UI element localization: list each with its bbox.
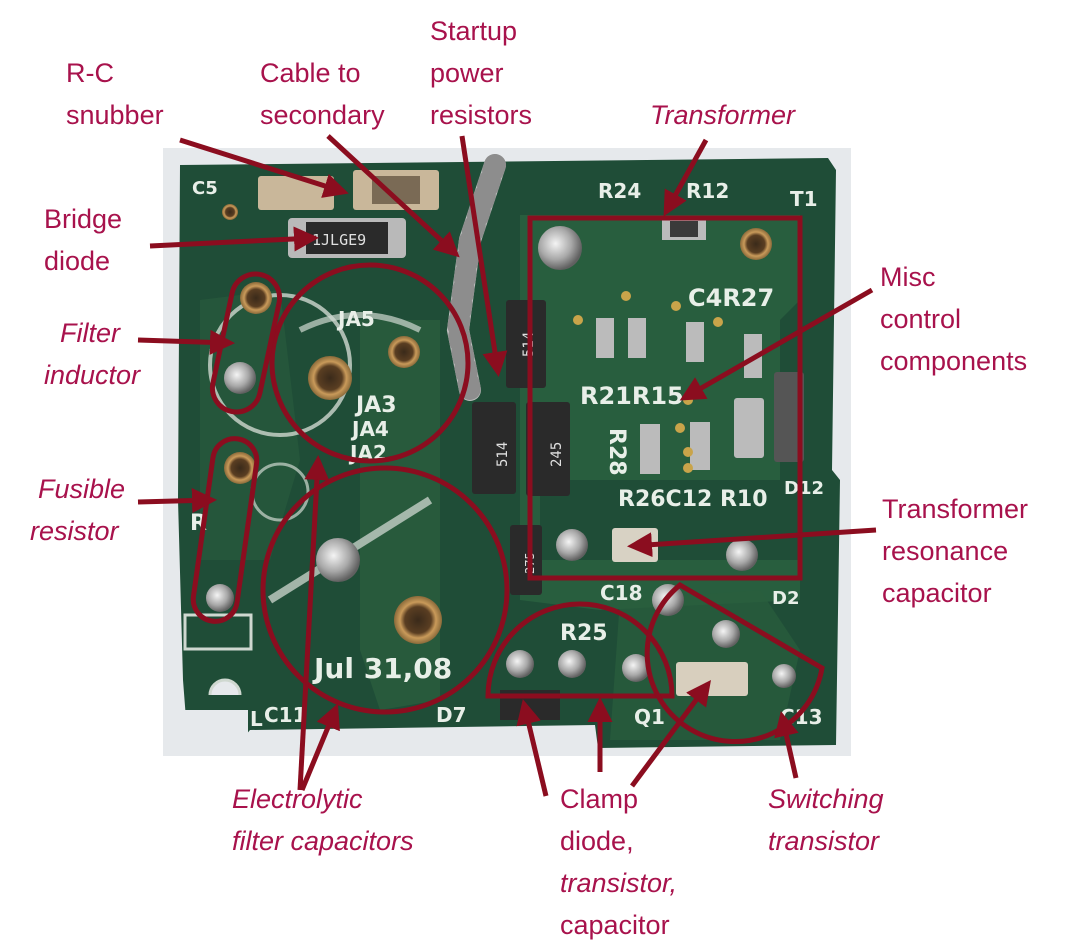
silk-d7: D7 [436, 703, 467, 727]
annotation-shapes [190, 215, 825, 745]
arrow-clamp-1 [516, 699, 549, 797]
silk-t1: T1 [790, 187, 818, 211]
clamp-outline [485, 601, 675, 699]
silk-r25: R25 [560, 621, 608, 646]
arrow-bridge-diode [149, 226, 319, 252]
arrow-electrolytic-2 [299, 703, 340, 791]
fusible-resistor-outline [190, 436, 260, 624]
arrow-startup [459, 135, 508, 377]
silk-d2: D2 [772, 588, 799, 609]
silk-r28: R28 [604, 428, 629, 476]
arrow-transformer [663, 138, 709, 217]
bridge-diode-marking: 1JLGE9 [312, 231, 366, 249]
arrow-resonance [627, 527, 877, 558]
arrow-filter-inductor [137, 329, 235, 355]
arrow-electrolytic-1 [297, 455, 330, 791]
silk-l: L [250, 707, 263, 731]
label-transformer: Transformer [650, 100, 796, 130]
silkscreen-text: C5 R24 R12 T1 C4R27 R21R15 R28 R26C12 R1… [190, 178, 824, 731]
snubber-capacitor [258, 176, 334, 210]
arrow-misc-control [679, 287, 874, 401]
electrolytic-circle-top [269, 262, 471, 464]
silk-q1: Q1 [634, 705, 665, 729]
silk-c18: C18 [600, 581, 643, 605]
arrow-clamp-3 [629, 679, 711, 788]
electrolytic-circle-bottom [260, 465, 510, 715]
silk-c11: C11 [264, 703, 307, 727]
board-date-code: Jul 31,08 [312, 652, 452, 685]
solder-pads [206, 204, 796, 688]
silk-r21r15: R21R15 [580, 382, 684, 410]
silk-ja5: JA5 [336, 307, 375, 331]
silk-r26c12r10: R26C12 R10 [618, 487, 768, 512]
annotation-arrows [137, 134, 877, 797]
silk-c4r27: C4R27 [688, 284, 774, 312]
silk-ja4: JA4 [350, 417, 389, 441]
silk-r12: R12 [686, 179, 729, 203]
switching-transistor-outline [644, 581, 825, 745]
silk-c5: C5 [192, 178, 218, 199]
silk-ja3: JA3 [354, 393, 397, 418]
arrow-fusible-resistor [137, 488, 217, 514]
switching-transistor-capacitor [676, 662, 748, 696]
arrow-cable [326, 134, 460, 258]
resistor-code-1: 514 [495, 442, 511, 467]
arrow-rc-snubber [179, 137, 349, 198]
silk-r24: R24 [598, 179, 641, 203]
silk-d12: D12 [784, 478, 824, 499]
resistor-code-2: 245 [549, 442, 565, 467]
arrow-switching [774, 711, 799, 779]
misc-control-box [527, 215, 803, 581]
